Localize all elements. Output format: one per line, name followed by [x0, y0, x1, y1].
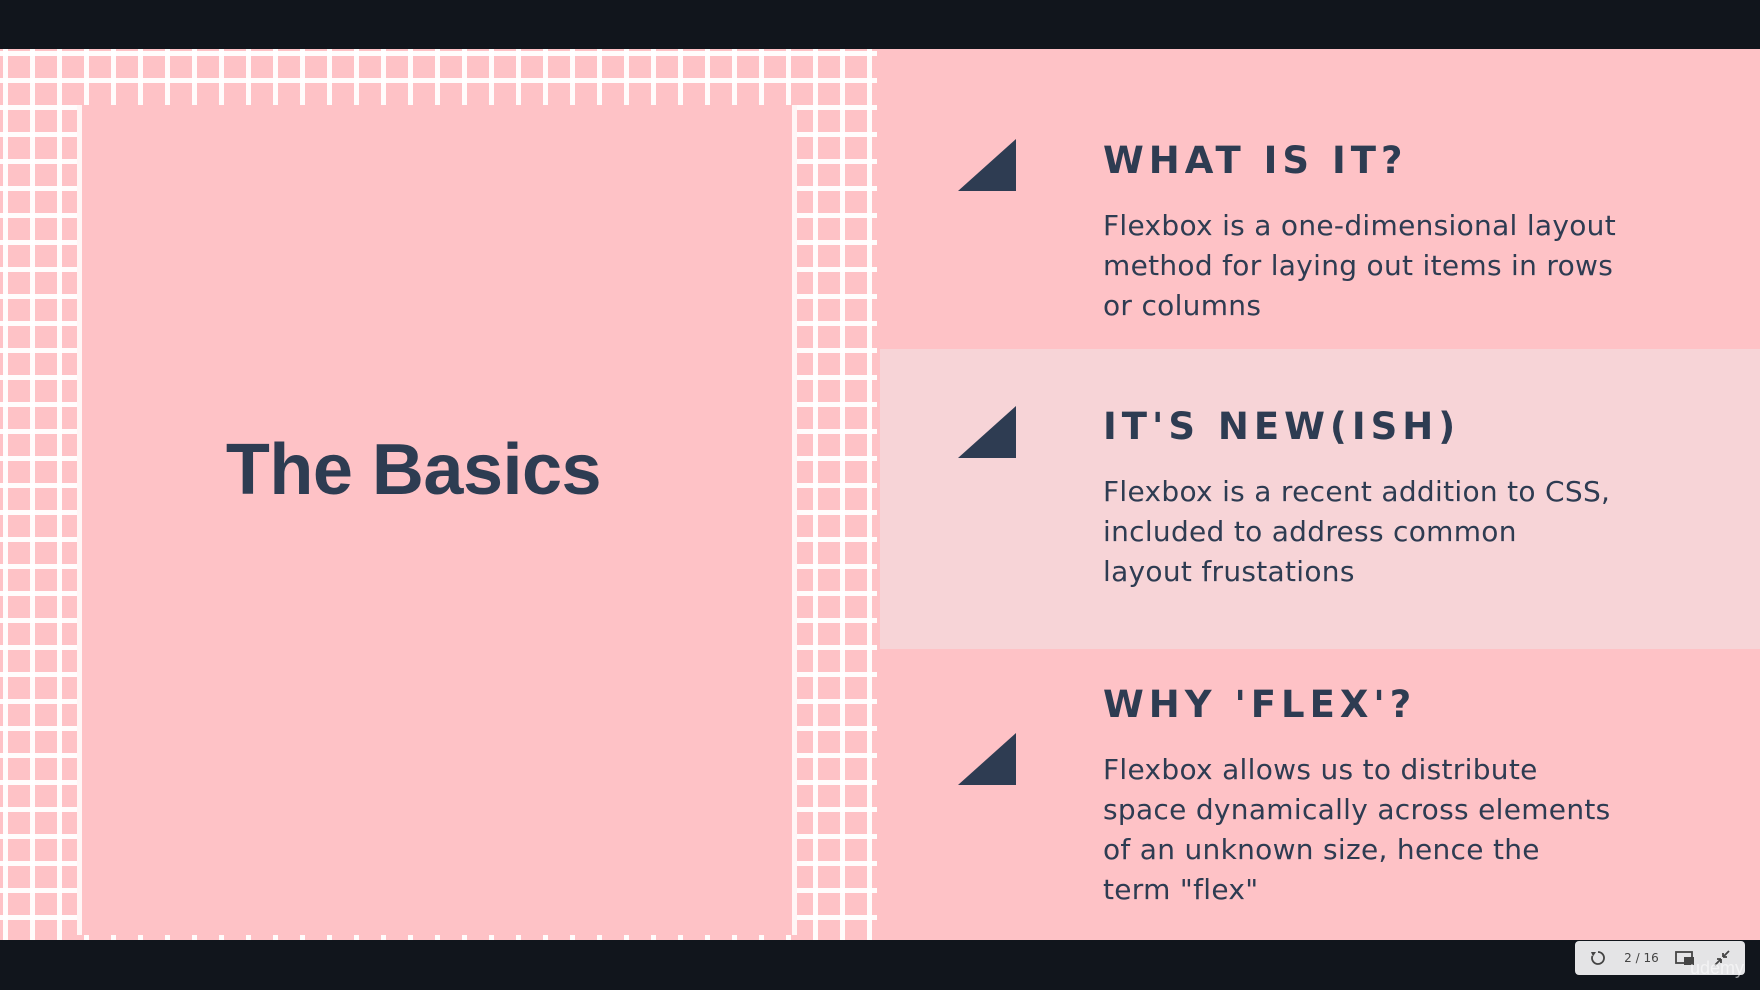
body-line: included to address common	[1103, 515, 1517, 548]
body-line: Flexbox allows us to distribute	[1103, 753, 1538, 786]
grid-pattern-panel: The Basics	[0, 49, 877, 940]
exit-fullscreen-icon[interactable]	[1711, 947, 1733, 969]
body-line: Flexbox is a one-dimensional layout	[1103, 209, 1616, 242]
title-card	[82, 105, 792, 935]
section-heading: WHAT IS IT?	[1103, 139, 1408, 182]
section-heading: WHY 'FLEX'?	[1103, 683, 1417, 726]
brand-watermark: udemy	[1690, 958, 1745, 978]
section-what-is-it: WHAT IS IT? Flexbox is a one-dimensional…	[880, 49, 1760, 349]
section-heading: IT'S NEW(ISH)	[1103, 405, 1461, 448]
page-counter: 2 / 16	[1624, 951, 1659, 965]
replay-icon[interactable]	[1587, 947, 1609, 969]
section-body: Flexbox is a recent addition to CSS, inc…	[1103, 472, 1683, 592]
section-its-newish: IT'S NEW(ISH) Flexbox is a recent additi…	[880, 349, 1760, 649]
body-line: or columns	[1103, 289, 1262, 322]
letterbox-bottom	[0, 940, 1760, 990]
triangle-bullet-icon	[958, 406, 1016, 458]
body-line: of an unknown size, hence the	[1103, 833, 1540, 866]
section-body: Flexbox is a one-dimensional layout meth…	[1103, 206, 1683, 326]
section-why-flex: WHY 'FLEX'? Flexbox allows us to distrib…	[880, 649, 1760, 940]
body-line: layout frustations	[1103, 555, 1355, 588]
grid-divider-right	[792, 105, 797, 935]
section-body: Flexbox allows us to distribute space dy…	[1103, 750, 1683, 910]
triangle-bullet-icon	[958, 733, 1016, 785]
slide-title: The Basics	[225, 430, 602, 510]
slide: The Basics WHAT IS IT? Flexbox is a one-…	[0, 49, 1760, 940]
triangle-bullet-icon	[958, 139, 1016, 191]
grid-divider-left	[77, 105, 82, 935]
body-line: term "flex"	[1103, 873, 1259, 906]
letterbox-top	[0, 0, 1760, 49]
picture-in-picture-icon[interactable]	[1674, 947, 1696, 969]
player-controls: 2 / 16	[1575, 941, 1745, 975]
body-line: space dynamically across elements	[1103, 793, 1611, 826]
body-line: method for laying out items in rows	[1103, 249, 1614, 282]
body-line: Flexbox is a recent addition to CSS,	[1103, 475, 1611, 508]
